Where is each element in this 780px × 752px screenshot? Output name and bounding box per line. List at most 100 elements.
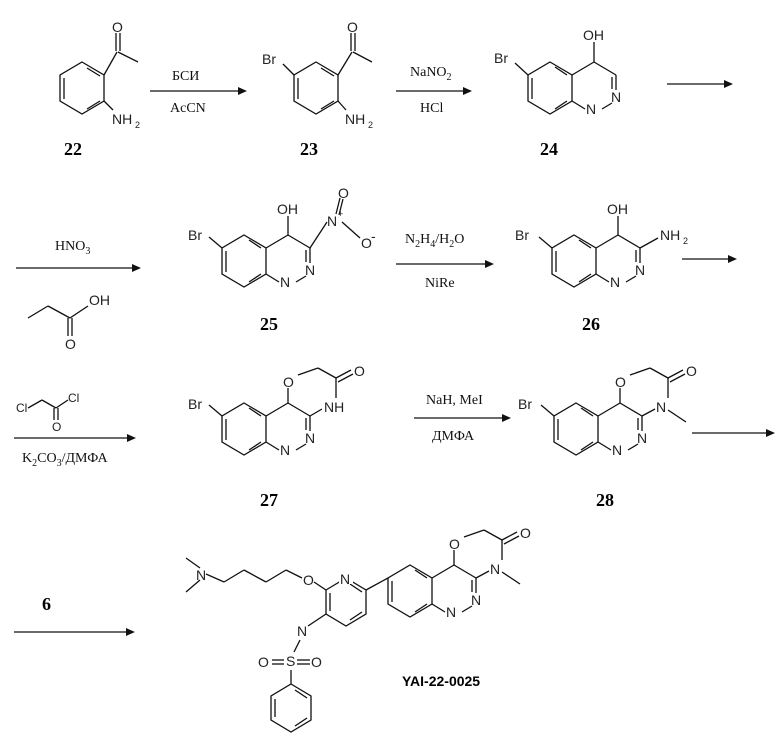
compound-25-nitro-nitrogen: N bbox=[327, 213, 337, 229]
compound-26-hydroxyl: OH bbox=[607, 201, 628, 217]
compound-28-ring-oxygen: O bbox=[615, 374, 626, 390]
final-benzo-ring bbox=[388, 565, 432, 617]
compound-25-structure: Br OH N + O O - N N bbox=[188, 185, 376, 290]
compound-23-structure: Br O NH 2 bbox=[262, 19, 373, 130]
compound-23-amino-label: NH bbox=[345, 111, 365, 127]
compound-25-nitrogen-2: N bbox=[305, 262, 315, 278]
compound-27-bromine: Br bbox=[188, 396, 202, 412]
reaction-arrow-4 bbox=[16, 264, 141, 272]
compound-22-label: 22 bbox=[64, 139, 82, 159]
compound-24-benzo-ring bbox=[528, 62, 572, 114]
chloroacetyl-chlorine-1: Cl bbox=[16, 401, 27, 415]
final-amide-nitrogen: N bbox=[490, 561, 500, 577]
reaction-arrow-3 bbox=[667, 80, 733, 88]
compound-24-label: 24 bbox=[540, 139, 558, 159]
compound-26-amino-label: NH bbox=[660, 227, 680, 243]
reaction-arrow-6 bbox=[682, 255, 737, 263]
propionic-acid-structure: OH O bbox=[28, 292, 110, 352]
compound-27-label: 27 bbox=[260, 490, 278, 510]
final-carbonyl-oxygen: O bbox=[520, 525, 531, 541]
final-ring-oxygen: O bbox=[449, 536, 460, 552]
chloroacetyl-oxygen: O bbox=[52, 420, 61, 434]
final-ether-oxygen: O bbox=[303, 572, 314, 588]
condition-2-reagent: NaNO2 bbox=[410, 65, 452, 83]
final-cinnoline-nitrogen-2: N bbox=[471, 592, 481, 608]
compound-25-bromine: Br bbox=[188, 227, 202, 243]
compound-25-hydroxyl: OH bbox=[277, 201, 298, 217]
compound-23-label: 23 bbox=[300, 139, 318, 159]
compound-25-label: 25 bbox=[260, 314, 278, 334]
compound-24-bromine: Br bbox=[494, 50, 508, 66]
condition-4-reagent: HNO3 bbox=[55, 239, 90, 257]
compound-27-benzo-ring bbox=[222, 403, 266, 455]
condition-2-acid: HCl bbox=[420, 101, 443, 116]
compound-27-nitrogen-2: N bbox=[305, 430, 315, 446]
final-compound-structure: N O N N S O O bbox=[186, 525, 531, 732]
propionic-acid-hydroxyl: OH bbox=[89, 292, 110, 308]
compound-24-hydroxyl: OH bbox=[583, 27, 604, 43]
compound-27-structure: O O NH Br N N bbox=[188, 363, 365, 458]
reaction-arrow-7 bbox=[14, 434, 136, 442]
compound-25-benzo-ring bbox=[222, 235, 266, 287]
reagent-6-label: 6 bbox=[42, 594, 51, 614]
compound-28-structure: O O N Br N N bbox=[518, 363, 697, 458]
compound-28-benzo-ring bbox=[554, 403, 598, 455]
condition-7-base-solvent: K2CO3/ДМФА bbox=[22, 451, 108, 469]
reaction-arrow-10 bbox=[14, 628, 135, 636]
compound-27-amide-nh: NH bbox=[324, 399, 344, 415]
compound-23-oxygen: O bbox=[347, 19, 358, 35]
condition-5-reagent: N2H4/H2O bbox=[405, 232, 464, 250]
compound-25-nitro-minus: - bbox=[371, 228, 376, 244]
propionic-acid-oxygen: O bbox=[65, 336, 76, 352]
compound-25-nitrogen-1: N bbox=[280, 274, 290, 290]
condition-8-solvent: ДМФА bbox=[432, 429, 475, 444]
final-sulfonyl-oxygen-1: O bbox=[258, 654, 269, 670]
compound-24-nitrogen-1: N bbox=[586, 101, 596, 117]
compound-22-structure: O NH 2 bbox=[60, 19, 140, 130]
reaction-arrow-1 bbox=[150, 87, 247, 95]
compound-24-nitrogen-2: N bbox=[611, 89, 621, 105]
compound-22-amino-subscript: 2 bbox=[135, 120, 140, 130]
compound-26-nitrogen-2: N bbox=[635, 262, 645, 278]
compound-26-structure: Br OH NH 2 N N bbox=[515, 201, 688, 290]
compound-22-benzene-ring bbox=[60, 62, 104, 114]
compound-27-nitrogen-1: N bbox=[280, 442, 290, 458]
compound-28-label: 28 bbox=[596, 490, 614, 510]
compound-25-nitro-plus: + bbox=[338, 209, 343, 219]
compound-26-label: 26 bbox=[582, 314, 600, 334]
compound-23-benzene-ring bbox=[294, 62, 338, 114]
compound-27-ring-oxygen: O bbox=[283, 374, 294, 390]
compound-28-nitrogen-2: N bbox=[637, 430, 647, 446]
condition-5-catalyst: NiRe bbox=[425, 276, 455, 291]
reaction-arrow-8 bbox=[414, 414, 511, 422]
chloroacetyl-chloride-structure: Cl Cl O bbox=[16, 391, 79, 434]
compound-23-bromine: Br bbox=[262, 51, 276, 67]
chloroacetyl-chlorine-2: Cl bbox=[68, 391, 79, 405]
final-cinnoline-nitrogen-1: N bbox=[446, 604, 456, 620]
compound-26-amino-subscript: 2 bbox=[683, 236, 688, 246]
compound-28-carbonyl-oxygen: O bbox=[686, 363, 697, 379]
compound-22-oxygen: O bbox=[112, 19, 123, 35]
final-pyridine-nitrogen: N bbox=[340, 571, 350, 587]
final-sulfonamide-nitrogen: N bbox=[297, 623, 307, 639]
condition-1-solvent: AcCN bbox=[170, 101, 206, 116]
condition-8-reagents: NaH, MeI bbox=[426, 393, 483, 408]
compound-23-amino-subscript: 2 bbox=[368, 120, 373, 130]
reaction-arrow-9 bbox=[692, 429, 775, 437]
condition-1-reagent: БСИ bbox=[172, 69, 199, 84]
final-phenyl-ring bbox=[271, 684, 311, 732]
compound-26-bromine: Br bbox=[515, 227, 529, 243]
reaction-arrow-5 bbox=[396, 260, 494, 268]
compound-22-amino-label: NH bbox=[112, 111, 132, 127]
compound-28-nitrogen-1: N bbox=[612, 442, 622, 458]
compound-28-bromine: Br bbox=[518, 396, 532, 412]
compound-28-amide-nitrogen: N bbox=[656, 399, 666, 415]
compound-27-carbonyl-oxygen: O bbox=[354, 363, 365, 379]
compound-24-structure: Br OH N N bbox=[494, 27, 621, 117]
final-dimethylamino-nitrogen: N bbox=[196, 567, 206, 583]
compound-26-nitrogen-1: N bbox=[610, 274, 620, 290]
final-sulfur: S bbox=[286, 653, 295, 669]
final-compound-code: YAI-22-0025 bbox=[402, 673, 480, 689]
compound-26-benzo-ring bbox=[552, 235, 596, 287]
